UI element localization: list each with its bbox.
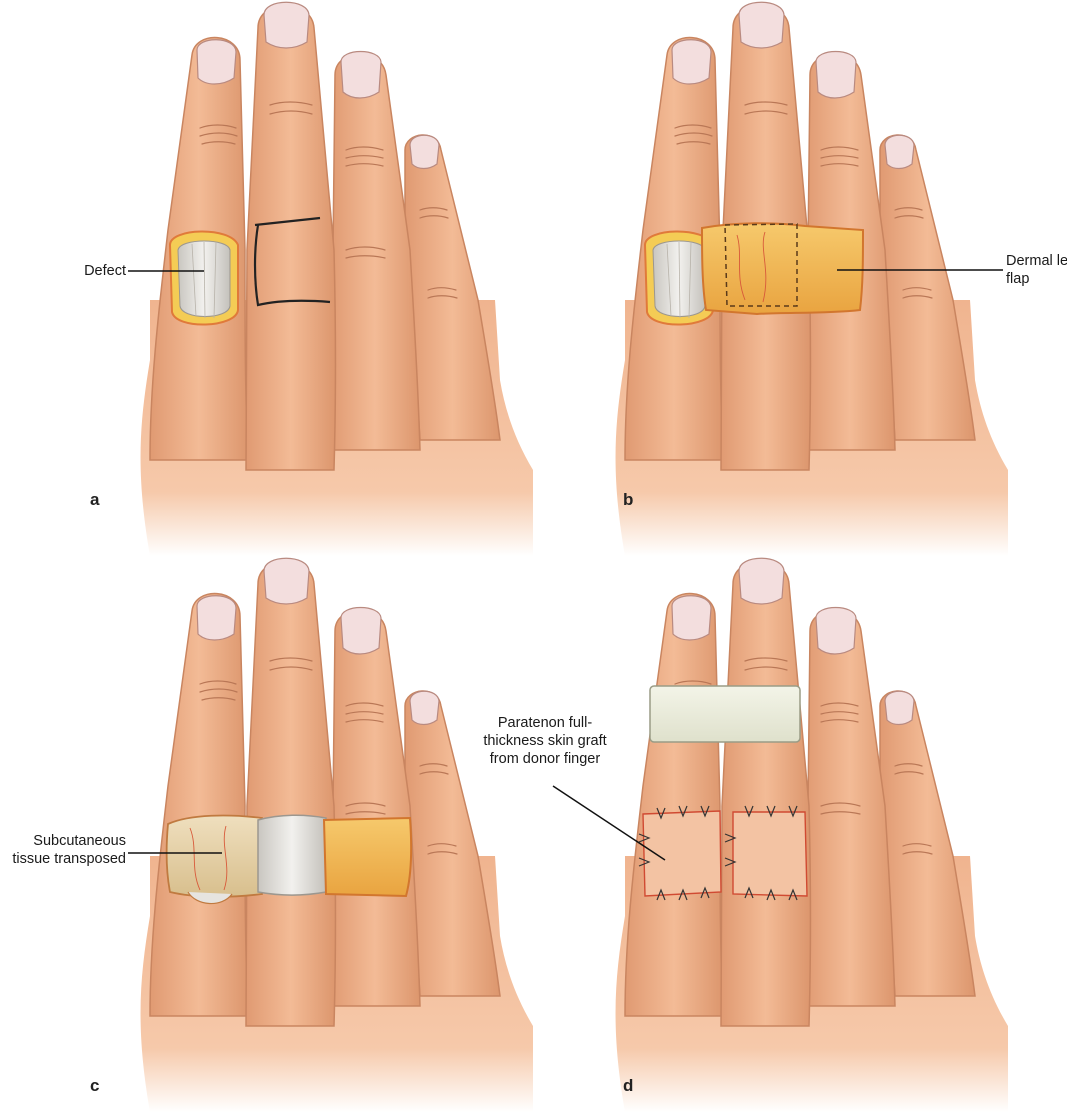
hand-illustration-a: [128, 1, 533, 556]
panel-letter-b: b: [623, 490, 634, 509]
panel-letter-c: c: [90, 1076, 100, 1095]
label-dermal-level-flap: Dermal level flap: [1006, 253, 1067, 287]
panel-d: Paratenon full- thickness skin graft fro…: [475, 556, 1008, 1112]
label-subcutaneous-tissue: Subcutaneous tissue transposed: [12, 833, 126, 867]
panel-b: b: [475, 0, 1008, 556]
hand-illustration-c: [128, 557, 533, 1112]
hand-illustration-d: [552, 557, 1008, 1112]
panel-c: Subcutaneous tissue transposed c: [0, 556, 533, 1112]
panel-letter-a: a: [90, 490, 100, 509]
panel-a: Defect a: [0, 0, 533, 556]
hand-illustration-b: [614, 0, 1008, 556]
label-paratenon-graft: Paratenon full- thickness skin graft fro…: [483, 715, 607, 767]
label-defect: Defect: [84, 263, 126, 279]
panel-letter-d: d: [623, 1076, 634, 1095]
